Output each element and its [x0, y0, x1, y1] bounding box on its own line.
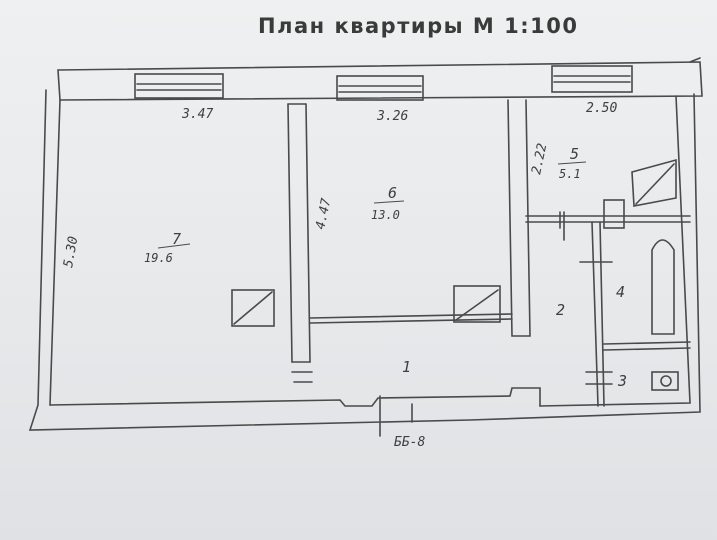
- door-room-7: [231, 289, 275, 327]
- plan-labels: 3.47 3.26 2.50 5.30 4.47 2.22 7 19.6 6 1…: [61, 101, 627, 450]
- wall-6-5: [309, 99, 531, 337]
- dim-room7-width: 3.47: [181, 107, 213, 122]
- dim-room6-height: 4.47: [313, 197, 334, 231]
- room-5-number: 5: [570, 145, 579, 163]
- room-7-area: 19.6: [144, 251, 173, 265]
- wall-bathroom: [579, 221, 691, 407]
- plan-title: План квартиры М 1:100: [258, 14, 579, 38]
- room-2-number: 2: [556, 301, 565, 319]
- room-6-area: 13.0: [371, 208, 400, 222]
- room-3-number: 3: [617, 372, 627, 390]
- dim-room5-height: 2.22: [529, 142, 550, 176]
- wall-7-6: [287, 103, 313, 383]
- room-4-number: 4: [616, 283, 625, 301]
- room-6-number: 6: [388, 184, 397, 202]
- room-1-number: 1: [402, 358, 411, 376]
- room-7-number: 7: [172, 230, 181, 248]
- bathtub-icon: [651, 239, 675, 335]
- outer-wall: [28, 89, 701, 431]
- window-room-7: [134, 73, 224, 99]
- dim-room7-height: 5.30: [61, 235, 81, 269]
- door-room-6: [453, 285, 501, 323]
- wall-room-5: [525, 158, 691, 241]
- outer-wall-top: [57, 61, 703, 101]
- room-5-area: 5.1: [559, 167, 581, 181]
- bottom-wall: [49, 387, 541, 437]
- window-room-6: [336, 75, 424, 101]
- window-room-5: [551, 65, 633, 93]
- plan-stamp: ББ-8: [394, 435, 425, 450]
- dim-room5-width: 2.50: [586, 101, 617, 116]
- dim-room6-width: 3.26: [376, 109, 408, 124]
- toilet-icon: [651, 371, 679, 391]
